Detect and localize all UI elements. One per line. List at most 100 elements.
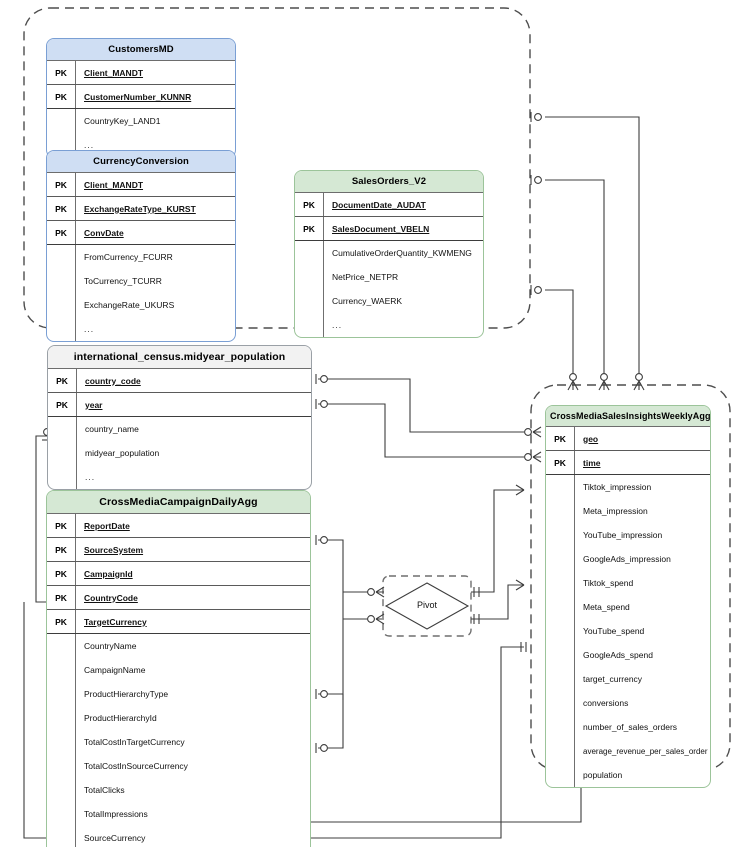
entity-currencyconversion[interactable]: CurrencyConversion PK Client_MANDT PK Ex…: [46, 150, 236, 342]
table-row[interactable]: TotalClicks: [47, 778, 310, 802]
field-name: ...: [75, 317, 235, 341]
table-row[interactable]: GoogleAds_spend: [546, 643, 710, 667]
crow-target-in-1: [515, 484, 525, 496]
entity-crossmediacampaigndailyagg[interactable]: CrossMediaCampaignDailyAgg PK ReportDate…: [46, 490, 311, 847]
table-row[interactable]: PK SourceSystem: [47, 538, 310, 562]
table-row[interactable]: CountryKey_LAND1: [47, 109, 235, 133]
table-row[interactable]: target_currency: [546, 667, 710, 691]
table-row[interactable]: NetPrice_NETPR: [295, 265, 483, 289]
crowfoot-a: [633, 373, 645, 391]
pk-badge: [47, 634, 75, 658]
conn-source-b: [545, 179, 605, 381]
crowfoot-target-time: [524, 451, 542, 463]
table-row[interactable]: PK time: [546, 451, 710, 475]
conn-source-c: [545, 289, 574, 381]
table-row[interactable]: PK CampaignId: [47, 562, 310, 586]
field-name: CampaignId: [75, 562, 310, 585]
table-row[interactable]: ProductHierarchyId: [47, 706, 310, 730]
crowfoot-b: [598, 373, 610, 391]
entity-title: international_census.midyear_population: [48, 346, 311, 369]
table-row[interactable]: TotalCostInSourceCurrency: [47, 754, 310, 778]
conn-census-country-code: [318, 378, 524, 433]
pk-badge: [546, 523, 574, 547]
entity-customersmd[interactable]: CustomersMD PK Client_MANDT PK CustomerN…: [46, 38, 236, 158]
pk-badge: PK: [554, 457, 566, 468]
table-row[interactable]: ...: [48, 465, 311, 489]
table-row[interactable]: Currency_WAERK: [295, 289, 483, 313]
table-row[interactable]: CumulativeOrderQuantity_KWMENG: [295, 241, 483, 265]
field-name: ProductHierarchyId: [75, 706, 310, 730]
entity-midyear-population[interactable]: international_census.midyear_population …: [47, 345, 312, 490]
endpoint-source-c: [530, 285, 542, 295]
conn-cmcda-totalimpr: [318, 694, 344, 749]
pk-badge: PK: [55, 616, 67, 627]
table-row[interactable]: PK Client_MANDT: [47, 61, 235, 85]
table-row[interactable]: PK country_code: [48, 369, 311, 393]
table-row[interactable]: PK year: [48, 393, 311, 417]
pk-badge: [47, 245, 75, 269]
table-row[interactable]: country_name: [48, 417, 311, 441]
crowfoot-pivot-in-2: [367, 613, 385, 625]
table-row[interactable]: ExchangeRate_UKURS: [47, 293, 235, 317]
pk-badge: [546, 619, 574, 643]
table-row[interactable]: Tiktok_impression: [546, 475, 710, 499]
table-row[interactable]: Tiktok_spend: [546, 571, 710, 595]
table-row[interactable]: ToCurrency_TCURR: [47, 269, 235, 293]
pk-badge: [48, 441, 76, 465]
pk-badge: [48, 417, 76, 441]
field-name: CumulativeOrderQuantity_KWMENG: [323, 241, 483, 265]
table-row[interactable]: PK SalesDocument_VBELN: [295, 217, 483, 241]
field-name: CountryName: [75, 634, 310, 658]
table-row[interactable]: PK TargetCurrency: [47, 610, 310, 634]
table-row[interactable]: YouTube_spend: [546, 619, 710, 643]
field-name: NetPrice_NETPR: [323, 265, 483, 289]
endpoint-census-cc: [315, 374, 328, 384]
table-row[interactable]: GoogleAds_impression: [546, 547, 710, 571]
entity-title: CurrencyConversion: [47, 151, 235, 173]
field-name: country_code: [76, 369, 311, 392]
pk-badge: PK: [55, 520, 67, 531]
table-row[interactable]: ...: [295, 313, 483, 337]
crowfoot-c: [567, 373, 579, 391]
entity-title: CustomersMD: [47, 39, 235, 61]
pk-badge: [47, 269, 75, 293]
field-name: country_name: [76, 417, 311, 441]
field-name: population: [574, 763, 710, 787]
table-row[interactable]: SourceCurrency: [47, 826, 310, 847]
table-row[interactable]: average_revenue_per_sales_order: [546, 739, 710, 763]
table-row[interactable]: ...: [47, 317, 235, 341]
pk-badge: PK: [55, 592, 67, 603]
table-row[interactable]: TotalCostInTargetCurrency: [47, 730, 310, 754]
table-row[interactable]: CountryName: [47, 634, 310, 658]
table-row[interactable]: PK CountryCode: [47, 586, 310, 610]
pk-badge: [47, 802, 75, 826]
entity-crossmediasalesinsightsweeklyagg[interactable]: CrossMediaSalesInsightsWeeklyAgg PK geo …: [545, 405, 711, 788]
field-name: geo: [574, 427, 710, 450]
table-row[interactable]: PK CustomerNumber_KUNNR: [47, 85, 235, 109]
field-name: ...: [323, 313, 483, 337]
field-name: Meta_impression: [574, 499, 710, 523]
table-row[interactable]: PK ExchangeRateType_KURST: [47, 197, 235, 221]
table-row[interactable]: PK geo: [546, 427, 710, 451]
table-row[interactable]: midyear_population: [48, 441, 311, 465]
table-row[interactable]: Meta_spend: [546, 595, 710, 619]
entity-salesorders-v2[interactable]: SalesOrders_V2 PK DocumentDate_AUDAT PK …: [294, 170, 484, 338]
table-row[interactable]: PK ConvDate: [47, 221, 235, 245]
table-row[interactable]: number_of_sales_orders: [546, 715, 710, 739]
field-name: average_revenue_per_sales_order: [574, 739, 710, 763]
table-row[interactable]: FromCurrency_FCURR: [47, 245, 235, 269]
table-row[interactable]: PK DocumentDate_AUDAT: [295, 193, 483, 217]
table-row[interactable]: conversions: [546, 691, 710, 715]
table-row[interactable]: ...: [47, 133, 235, 157]
table-row[interactable]: Meta_impression: [546, 499, 710, 523]
table-row[interactable]: population: [546, 763, 710, 787]
entity-title: CrossMediaSalesInsightsWeeklyAgg: [546, 406, 710, 427]
field-name: SourceCurrency: [75, 826, 310, 847]
table-row[interactable]: PK Client_MANDT: [47, 173, 235, 197]
table-row[interactable]: YouTube_impression: [546, 523, 710, 547]
table-row[interactable]: CampaignName: [47, 658, 310, 682]
table-row[interactable]: PK ReportDate: [47, 514, 310, 538]
table-row[interactable]: ProductHierarchyType: [47, 682, 310, 706]
table-row[interactable]: TotalImpressions: [47, 802, 310, 826]
